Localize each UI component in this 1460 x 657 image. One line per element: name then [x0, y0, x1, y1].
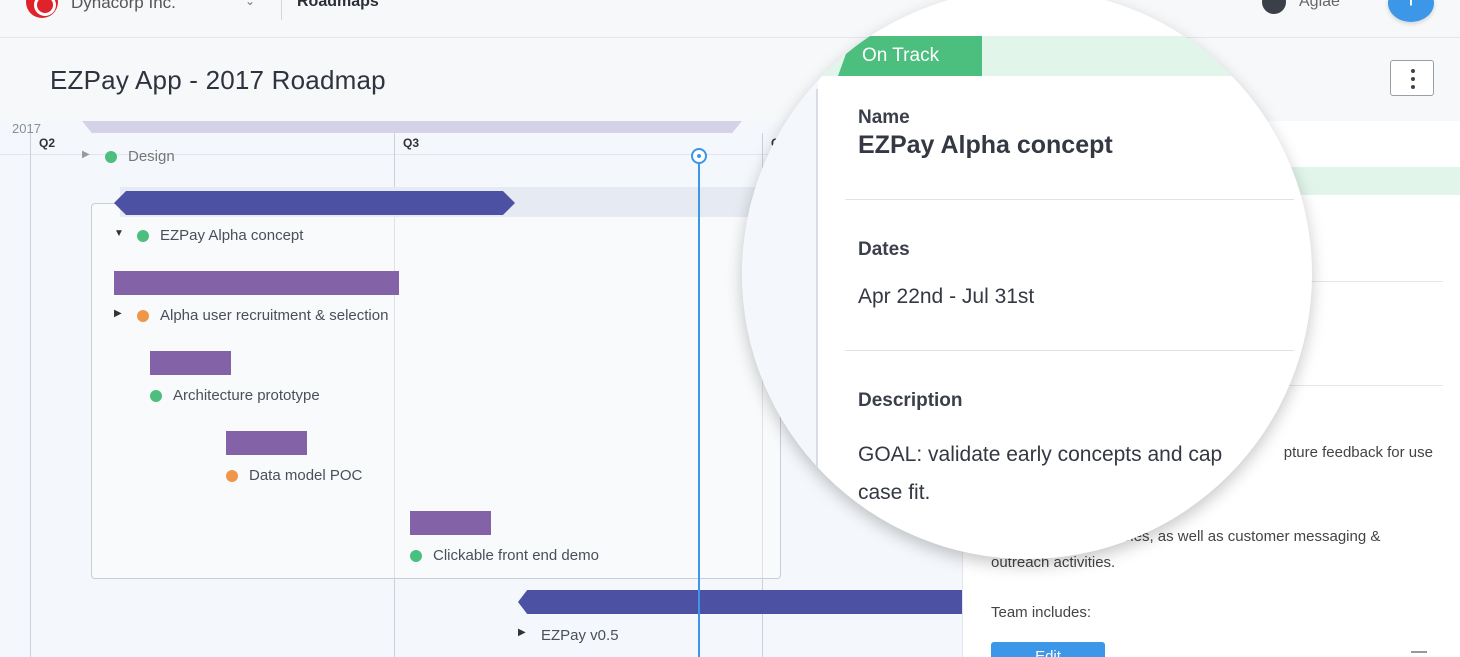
expand-caret-icon[interactable]: ▶ [518, 627, 526, 638]
roadmap-item-architecture[interactable]: Architecture prototype [173, 387, 320, 404]
roadmap-item-alpha-concept[interactable]: EZPay Alpha concept [160, 227, 304, 244]
item-description[interactable]: GOAL: validate early concepts and cap ca… [858, 436, 1288, 512]
task-bar[interactable] [114, 271, 399, 295]
roadmap-item-v05[interactable]: EZPay v0.5 [541, 627, 619, 644]
task-bar[interactable] [226, 431, 307, 455]
status-badge[interactable]: On Track [838, 36, 982, 76]
divider [845, 199, 1294, 200]
status-dot [137, 230, 149, 242]
name-label: Name [858, 107, 910, 128]
logo-icon[interactable] [26, 0, 58, 18]
axis-line [0, 154, 962, 155]
description-tail: pture feedback for use [1283, 444, 1433, 461]
breadcrumb[interactable]: Roadmaps [297, 0, 379, 10]
magnified-timeline [742, 0, 818, 559]
description-label: Description [858, 390, 963, 411]
quarter-line [394, 133, 395, 657]
roadmap-item-design[interactable]: Design [128, 148, 175, 165]
status-dot [137, 310, 149, 322]
milestone-bar[interactable] [518, 590, 962, 614]
edit-button[interactable]: Edit [991, 642, 1105, 657]
divider [845, 350, 1294, 351]
avatar[interactable] [1262, 0, 1286, 14]
status-dot [150, 390, 162, 402]
page-title: EZPay App - 2017 Roadmap [50, 65, 386, 95]
item-name[interactable]: EZPay Alpha concept [858, 131, 1113, 159]
item-dates[interactable]: Apr 22nd - Jul 31st [858, 285, 1035, 308]
status-dot [410, 550, 422, 562]
trash-icon[interactable] [1411, 651, 1427, 657]
top-bar: Dynacorp Inc. ⌄ Roadmaps Aglae + [0, 0, 1460, 38]
today-line [698, 155, 700, 657]
dates-label: Dates [858, 239, 910, 260]
today-marker-icon [691, 148, 707, 164]
year-bar [82, 121, 742, 133]
org-name[interactable]: Dynacorp Inc. [71, 0, 176, 12]
roadmap-item-recruitment[interactable]: Alpha user recruitment & selection [160, 307, 389, 324]
expand-caret-icon[interactable]: ▶ [82, 149, 90, 160]
year-label: 2017 [12, 121, 41, 136]
task-bar[interactable] [150, 351, 231, 375]
expand-caret-icon[interactable]: ▶ [114, 308, 122, 319]
quarter-line [30, 133, 31, 657]
status-dot [226, 470, 238, 482]
roadmap-item-data-model[interactable]: Data model POC [249, 467, 363, 484]
collapse-caret-icon[interactable]: ▼ [114, 228, 124, 239]
description-line: case fit. [858, 481, 931, 504]
panel-edge [816, 89, 818, 469]
chevron-down-icon[interactable]: ⌄ [245, 0, 256, 8]
add-button[interactable]: + [1388, 0, 1434, 22]
quarter-label: Q2 [39, 136, 56, 150]
task-bar[interactable] [410, 511, 491, 535]
milestone-bar[interactable] [114, 191, 515, 215]
status-dot [105, 151, 117, 163]
roadmap-item-clickable-demo[interactable]: Clickable front end demo [433, 547, 599, 564]
divider [281, 0, 282, 20]
description-line: GOAL: validate early concepts and cap [858, 443, 1223, 466]
kebab-menu-icon[interactable] [1390, 60, 1434, 96]
user-name[interactable]: Aglae [1299, 0, 1340, 10]
team-label: Team includes: [991, 604, 1092, 621]
quarter-label: Q3 [403, 136, 420, 150]
magnifier-lens: On Track Name EZPay Alpha concept Dates … [742, 0, 1312, 559]
